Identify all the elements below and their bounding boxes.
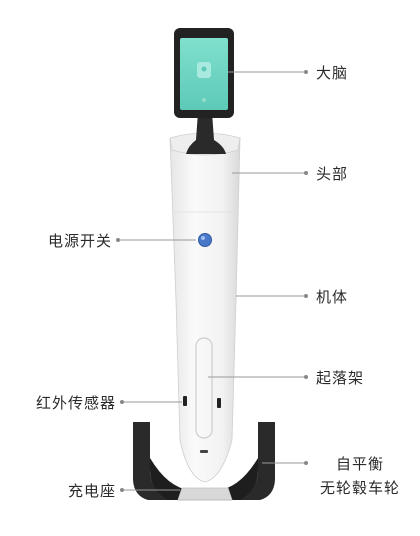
landing-gear-panel	[195, 337, 213, 439]
label-head: 头部	[316, 165, 349, 183]
robot-body	[169, 137, 241, 483]
charging-base-shape	[177, 487, 233, 501]
ir-sensor-right	[217, 398, 221, 408]
label-brain: 大脑	[316, 64, 349, 82]
left-wheel	[133, 422, 175, 500]
right-wheel	[232, 422, 275, 500]
label-self-balancing-line1: 自平衡	[335, 455, 384, 473]
power-button[interactable]	[198, 233, 212, 247]
label-landing-gear: 起落架	[316, 369, 365, 387]
neck	[186, 112, 226, 154]
label-body: 机体	[316, 288, 349, 306]
label-charging-base: 充电座	[67, 482, 116, 500]
label-power-switch: 电源开关	[47, 232, 112, 250]
label-ir-sensor: 红外传感器	[35, 394, 116, 412]
leader-lines	[116, 70, 308, 492]
label-self-balancing: 自平衡 无轮毂车轮	[310, 452, 410, 500]
ir-sensor-left	[183, 396, 187, 406]
label-self-balancing-line2: 无轮毂车轮	[319, 479, 400, 497]
